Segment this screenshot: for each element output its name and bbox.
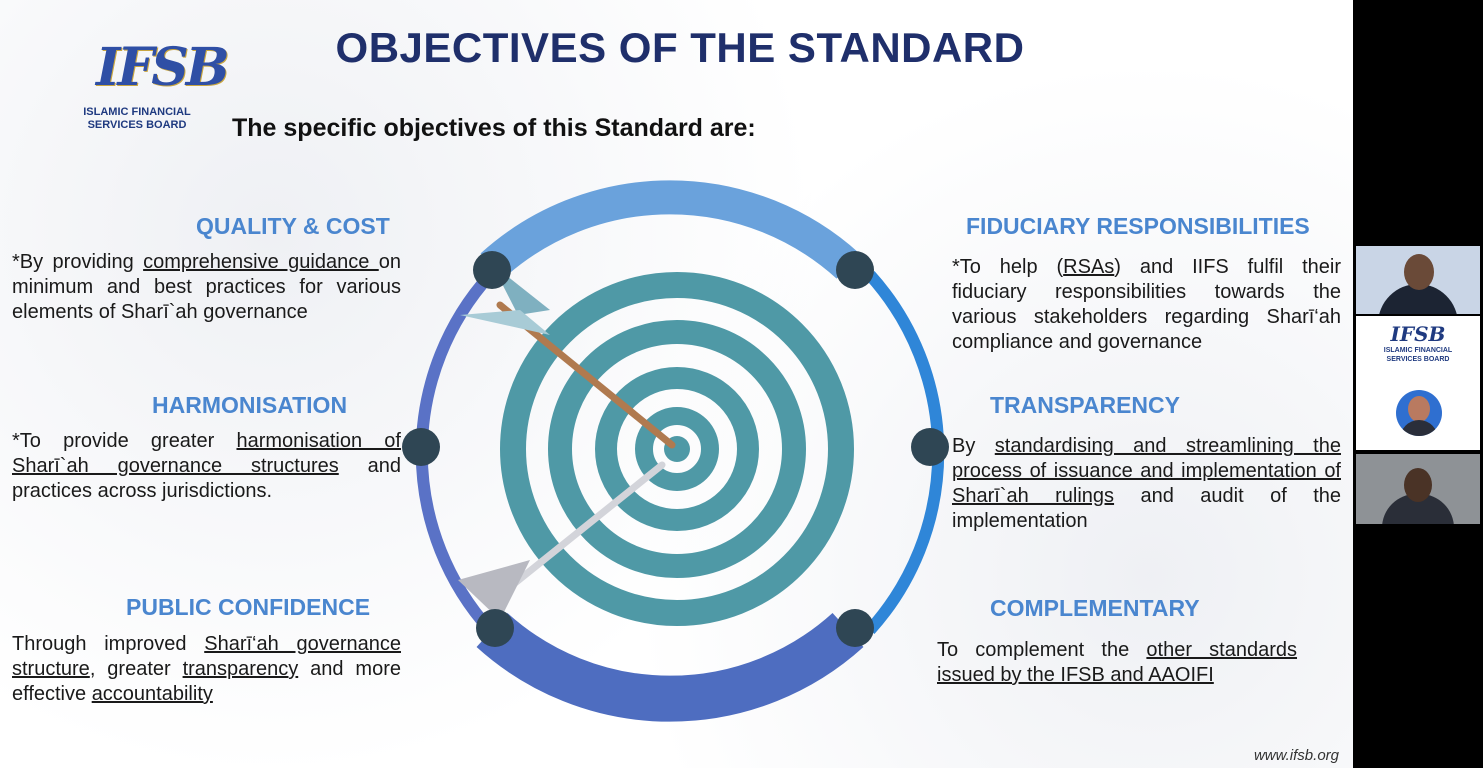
arrow-fletching-bottom	[460, 310, 550, 335]
target-diagram	[402, 180, 949, 722]
heading-quality-cost: QUALITY & COST	[196, 213, 390, 239]
underlined-phrase: comprehensive guidance	[143, 251, 379, 273]
underlined-phrase: harmonisation of Sharī`ah governance str…	[12, 430, 401, 477]
participant-3-head	[1404, 468, 1432, 502]
target-ring-3	[595, 367, 759, 531]
dot-mid-left	[402, 428, 440, 466]
text-segment: By	[952, 435, 995, 457]
participant-video-1[interactable]	[1356, 246, 1480, 314]
text-complementary: To complement the other standards issued…	[937, 638, 1297, 688]
text-segment: , greater	[89, 658, 183, 680]
arrow-shadow-shaft	[496, 461, 666, 599]
underlined-phrase: standardising and streamlining the proce…	[952, 435, 1341, 507]
text-segment: on minimum and best practices for variou…	[12, 251, 401, 323]
text-segment: *By providing	[12, 251, 144, 273]
text-quality-cost: *By providing comprehensive guidance on …	[12, 250, 401, 325]
underlined-phrase: transparency	[182, 658, 299, 680]
heading-harmonisation: HARMONISATION	[152, 392, 348, 418]
tile-logo-mark: IFSB	[1390, 322, 1446, 346]
dot-top-left	[473, 251, 511, 289]
target-ring-4	[635, 407, 719, 491]
logo-name-line1: ISLAMIC FINANCIAL	[83, 106, 191, 118]
underlined-phrase: other standards issued by the IFSB and A…	[937, 639, 1298, 686]
dot-bottom-left	[476, 609, 514, 647]
arrow-shadow-fletching	[458, 560, 530, 620]
dot-top-right	[836, 251, 874, 289]
target-ring-1	[500, 272, 854, 626]
text-fiduciary: *To help (RSAs) and IIFS fulfil their fi…	[952, 255, 1341, 355]
ifsb-logo-name: ISLAMIC FINANCIAL SERVICES BOARD	[70, 106, 204, 132]
participant-2-avatar	[1396, 390, 1442, 436]
heading-complementary: COMPLEMENTARY	[990, 595, 1200, 621]
text-transparency: By standardising and streamlining the pr…	[952, 434, 1341, 534]
tile-logo-line1: ISLAMIC FINANCIAL	[1383, 347, 1453, 354]
underlined-phrase: RSAs	[1063, 256, 1115, 278]
text-segment: and more effective	[12, 658, 401, 705]
heading-public-confidence: PUBLIC CONFIDENCE	[126, 594, 371, 620]
participant-1-head	[1404, 254, 1434, 290]
heading-fiduciary: FIDUCIARY RESPONSIBILITIES	[966, 213, 1310, 239]
logo-name-line2: SERVICES BOARD	[87, 119, 187, 131]
participant-video-3[interactable]	[1356, 454, 1480, 524]
dot-mid-right	[911, 428, 949, 466]
underlined-phrase: Sharī‘ah governance structure	[12, 633, 401, 680]
text-segment: ) and IIFS fulfil their fiduciary respon…	[952, 256, 1341, 353]
text-segment: *To provide greater	[12, 430, 237, 452]
footer-url: www.ifsb.org	[1253, 747, 1339, 764]
text-segment: Through improved	[12, 633, 205, 655]
outer-ring-bottom	[476, 612, 864, 722]
outer-ring-top	[480, 180, 860, 279]
presentation-slide: IFSB ISLAMIC FINANCIAL SERVICES BOARD OB…	[0, 0, 1353, 768]
text-harmonisation: *To provide greater harmonisation of Sha…	[12, 429, 401, 504]
ifsb-logo-mark: IFSB	[96, 37, 230, 98]
participant-video-2[interactable]: IFSB ISLAMIC FINANCIAL SERVICES BOARD	[1356, 316, 1480, 450]
dot-bottom-right	[836, 609, 874, 647]
underlined-phrase: accountability	[91, 683, 213, 705]
slide-subtitle: The specific objectives of this Standard…	[232, 114, 756, 142]
slide-title: OBJECTIVES OF THE STANDARD	[335, 24, 1025, 71]
text-segment: and practices across jurisdictions.	[12, 455, 401, 502]
text-public-confidence: Through improved Sharī‘ah governance str…	[12, 632, 401, 707]
text-segment: To complement the	[937, 639, 1147, 661]
tile-logo-name: ISLAMIC FINANCIAL SERVICES BOARD	[1356, 346, 1480, 364]
text-segment: and audit of the implementation	[952, 485, 1341, 532]
text-segment: *To help (	[952, 256, 1064, 278]
heading-transparency: TRANSPARENCY	[990, 392, 1180, 418]
target-ring-2	[548, 320, 806, 578]
tile-logo-line2: SERVICES BOARD	[1386, 356, 1450, 363]
